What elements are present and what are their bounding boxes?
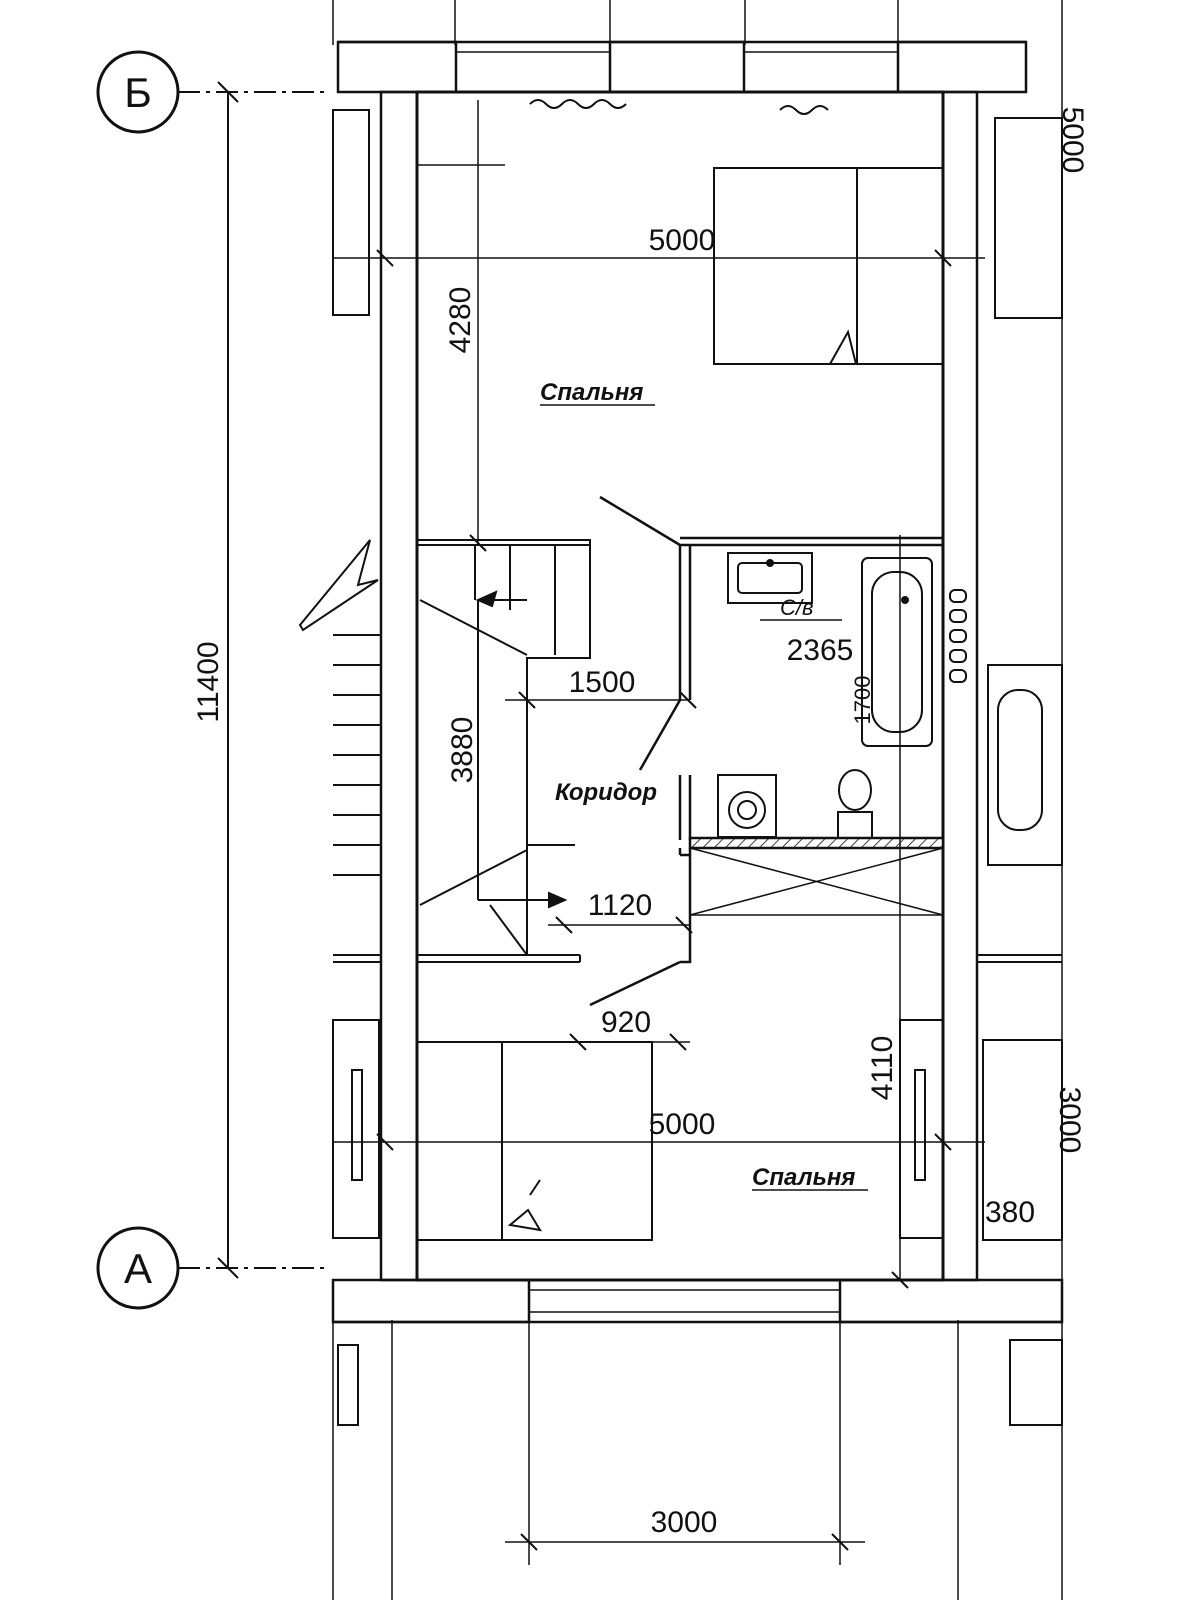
overall-height-dimension: 11400 xyxy=(192,81,239,1279)
left-wall xyxy=(379,90,419,1282)
dim-landing: 1120 xyxy=(588,889,653,922)
right-wall xyxy=(941,90,979,1282)
inner-outline xyxy=(415,90,945,1282)
dim-wall-offset: 380 xyxy=(985,1196,1035,1229)
room-label-bedroom-top: Спальня xyxy=(540,379,643,406)
bottom-wall xyxy=(331,1278,1064,1324)
washbasin xyxy=(727,552,813,604)
bathroom-partitions xyxy=(678,536,945,964)
dim-bottom-bedroom-width: 5000 xyxy=(649,1108,716,1141)
left-neighbour-furniture xyxy=(332,109,381,1426)
axis-a-marker: А xyxy=(96,1226,330,1310)
room-label-corridor: Коридор xyxy=(555,779,657,806)
curtain-wave xyxy=(529,99,829,115)
bottom-wardrobe xyxy=(899,1019,944,1239)
toilet xyxy=(837,769,873,839)
room-label-bathroom: С/в xyxy=(780,595,813,620)
dim-door-width: 920 xyxy=(601,1006,651,1039)
landing-dim: 1120 xyxy=(548,889,693,934)
top-bedroom-dims: 5000 4280 xyxy=(333,100,985,552)
dim-window-width: 3000 xyxy=(651,1506,718,1539)
door-width-dim: 920 xyxy=(560,1006,690,1051)
top-wall xyxy=(336,40,1028,94)
room-label-bedroom-bottom: Спальня xyxy=(752,1164,855,1191)
dim-stair-length: 3880 xyxy=(446,717,479,784)
bottom-bedroom-dims: 5000 4110 380 xyxy=(333,535,1035,1289)
right-neighbour-furniture xyxy=(977,117,1063,1426)
dim-bottom-bedroom-depth: 4110 xyxy=(866,1036,899,1101)
staircase xyxy=(298,539,591,963)
closet xyxy=(689,847,944,916)
washing-machine xyxy=(717,774,777,838)
dim-stair-width: 1500 xyxy=(569,666,636,699)
dim-11400: 11400 xyxy=(192,641,225,722)
window-width-dim: 3000 xyxy=(505,1322,865,1565)
doors xyxy=(589,495,682,1007)
radiator-dots xyxy=(949,589,967,683)
dim-right-top-partial: 5000 xyxy=(1056,107,1089,174)
bathtub xyxy=(861,557,933,747)
svg-text:Б: Б xyxy=(124,69,152,116)
dim-top-bedroom-width: 5000 xyxy=(649,224,716,257)
axis-b-marker: Б xyxy=(96,50,330,134)
stair-width-dim: 1500 xyxy=(505,666,697,709)
dim-right-bottom-partial: 3000 xyxy=(1053,1087,1086,1154)
svg-text:А: А xyxy=(124,1245,152,1292)
dim-top-bedroom-depth: 4280 xyxy=(444,287,477,354)
bottom-bed xyxy=(416,1041,653,1241)
top-bed xyxy=(713,167,944,365)
dim-bathtub-length: 1700 xyxy=(850,676,875,725)
dim-bath: 2365 xyxy=(787,634,854,667)
